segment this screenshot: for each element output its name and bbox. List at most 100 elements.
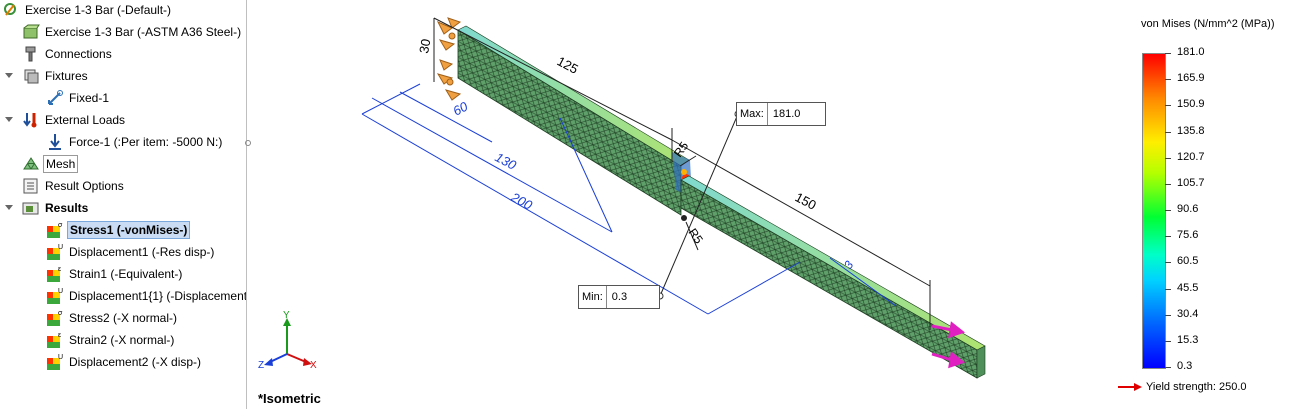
legend-tick-label: 120.7 xyxy=(1177,150,1205,163)
dim-150[interactable]: 150 xyxy=(793,189,819,212)
fixtures-expand-icon[interactable] xyxy=(5,73,13,78)
fixed-restraint-symbols xyxy=(436,17,462,101)
displacement-plot-icon: U xyxy=(47,244,63,260)
dim-60[interactable]: 60 xyxy=(450,98,470,118)
min-callout-value: 0.3 xyxy=(611,291,628,303)
force-arrow-icon xyxy=(49,134,61,150)
tree-item-result-options[interactable]: Result Options xyxy=(22,176,126,196)
tree-item-result-options-label: Result Options xyxy=(45,179,124,193)
dim-200[interactable]: 200 xyxy=(508,189,536,213)
legend-tick-mark xyxy=(1165,340,1171,342)
tree-item-stress2-label: Stress2 (-X normal-) xyxy=(69,311,178,325)
tree-item-strain2-label: Strain2 (-X normal-) xyxy=(69,333,175,347)
tree-item-fixtures[interactable]: Fixtures xyxy=(22,66,90,86)
legend-tick-label: 15.3 xyxy=(1177,333,1199,346)
stress-plot-icon: σ xyxy=(47,222,63,238)
legend-tick-label: 135.8 xyxy=(1177,124,1205,137)
tree-item-fixed-label: Fixed-1 xyxy=(69,91,110,105)
legend-tick-label: 75.6 xyxy=(1177,229,1199,242)
dim-30[interactable]: 30 xyxy=(416,38,433,55)
tree-item-results[interactable]: Results xyxy=(22,198,90,218)
external-loads-icon xyxy=(23,113,37,128)
displacement-plot-icon: U xyxy=(47,288,63,304)
legend-title[interactable]: von Mises (N/mm^2 (MPa)) xyxy=(1141,18,1275,30)
tree-item-stress1[interactable]: σ Stress1 (-vonMises-) xyxy=(46,220,191,240)
tree-item-mesh[interactable]: Mesh xyxy=(22,154,79,174)
legend-tick-mark xyxy=(1165,288,1171,290)
graphics-viewport[interactable]: 30 125 60 130 200 150 R5 R5 3 Y X Z xyxy=(247,0,1298,409)
part-material-icon xyxy=(23,24,40,39)
external-loads-expand-icon[interactable] xyxy=(5,117,13,122)
results-expand-icon[interactable] xyxy=(5,205,13,210)
strain-plot-icon: ε xyxy=(47,266,61,282)
min-callout-label: Min: xyxy=(579,286,607,308)
yield-arrow-icon xyxy=(1118,383,1142,391)
tree-item-results-label: Results xyxy=(45,201,89,215)
max-callout-value: 181.0 xyxy=(772,108,801,120)
tree-item-external-loads-label: External Loads xyxy=(45,113,126,127)
force-load-arrows xyxy=(931,321,966,369)
triad-y-label: Y xyxy=(283,310,290,321)
tree-item-stress2[interactable]: σ Stress2 (-X normal-) xyxy=(46,308,179,328)
mesh-icon xyxy=(23,157,39,170)
legend-tick-mark xyxy=(1165,314,1171,316)
tree-item-displacement1-1[interactable]: U Displacement1{1} (-Displacement xyxy=(46,286,247,306)
triad-x-label: X xyxy=(310,360,317,371)
legend-tick-label: 105.7 xyxy=(1177,176,1205,189)
legend-tick-mark xyxy=(1165,53,1171,54)
svg-text:ε: ε xyxy=(58,332,61,339)
tree-item-part[interactable]: Exercise 1-3 Bar (-ASTM A36 Steel-) xyxy=(22,22,243,42)
bar-narrow-section[interactable] xyxy=(680,175,986,379)
tree-item-displacement1-label: Displacement1 (-Res disp-) xyxy=(69,245,215,259)
legend-tick-mark xyxy=(1165,262,1171,264)
view-orientation-label: *Isometric xyxy=(258,391,321,406)
svg-text:ε: ε xyxy=(58,266,61,273)
tree-root-label: Exercise 1-3 Bar (-Default-) xyxy=(25,3,172,17)
bar-wide-section[interactable] xyxy=(457,25,690,216)
legend-tick-label: 90.6 xyxy=(1177,203,1199,215)
yield-strength-label: Yield strength: 250.0 xyxy=(1146,381,1247,393)
stress-plot-icon: σ xyxy=(47,310,63,326)
legend-tick-mark xyxy=(1165,105,1171,107)
tree-item-displacement2[interactable]: U Displacement2 (-X disp-) xyxy=(46,352,203,372)
legend-tick-label: 60.5 xyxy=(1177,255,1199,268)
dimension-lines-blue xyxy=(361,83,897,315)
tree-item-fixed[interactable]: Fixed-1 xyxy=(46,88,111,108)
displacement-plot-icon: U xyxy=(47,354,63,370)
tree-item-mesh-label: Mesh xyxy=(43,155,79,173)
legend-tick-label: 0.3 xyxy=(1177,360,1193,372)
max-callout[interactable]: Max: 181.0 xyxy=(736,102,826,126)
dim-130[interactable]: 130 xyxy=(493,149,520,173)
connections-icon xyxy=(25,46,36,62)
legend-tick-mark xyxy=(1165,236,1171,238)
legend-tick-label: 30.4 xyxy=(1177,307,1199,320)
tree-item-connections-label: Connections xyxy=(45,47,112,61)
tree-item-connections[interactable]: Connections xyxy=(22,44,114,64)
triad-z-label: Z xyxy=(258,360,264,371)
svg-text:σ: σ xyxy=(58,310,63,317)
tree-item-part-label: Exercise 1-3 Bar (-ASTM A36 Steel-) xyxy=(45,25,242,39)
tree-item-external-loads[interactable]: External Loads xyxy=(22,110,127,130)
panel-resize-grip[interactable] xyxy=(244,138,252,148)
tree-item-displacement2-label: Displacement2 (-X disp-) xyxy=(69,355,202,369)
svg-text:U: U xyxy=(58,354,63,361)
dim-125[interactable]: 125 xyxy=(555,53,581,76)
legend-tick-mark xyxy=(1165,131,1171,133)
legend-tick-label: 150.9 xyxy=(1177,98,1205,111)
tree-item-displacement1[interactable]: U Displacement1 (-Res disp-) xyxy=(46,242,216,262)
model-canvas[interactable]: 30 125 60 130 200 150 R5 R5 3 Y X Z xyxy=(247,0,1298,409)
min-callout[interactable]: Min: 0.3 xyxy=(578,285,660,309)
feature-tree: Exercise 1-3 Bar (-Default-) Exercise 1-… xyxy=(0,0,247,409)
tree-item-strain1[interactable]: ε Strain1 (-Equivalent-) xyxy=(46,264,184,284)
tree-item-force[interactable]: Force-1 (:Per item: -5000 N:) xyxy=(46,132,224,152)
legend-tick-label: 165.9 xyxy=(1177,72,1205,85)
tree-item-fixtures-label: Fixtures xyxy=(45,69,88,83)
legend-tick-mark xyxy=(1165,79,1171,81)
tree-root-study[interactable]: Exercise 1-3 Bar (-Default-) xyxy=(2,0,173,20)
max-callout-label: Max: xyxy=(737,103,768,125)
fixed-geometry-icon xyxy=(48,90,63,105)
tree-item-displacement1-1-label: Displacement1{1} (-Displacement xyxy=(69,289,247,303)
tree-item-strain2[interactable]: ε Strain2 (-X normal-) xyxy=(46,330,176,350)
svg-text:U: U xyxy=(58,244,63,251)
legend-colorbar[interactable] xyxy=(1142,53,1166,369)
